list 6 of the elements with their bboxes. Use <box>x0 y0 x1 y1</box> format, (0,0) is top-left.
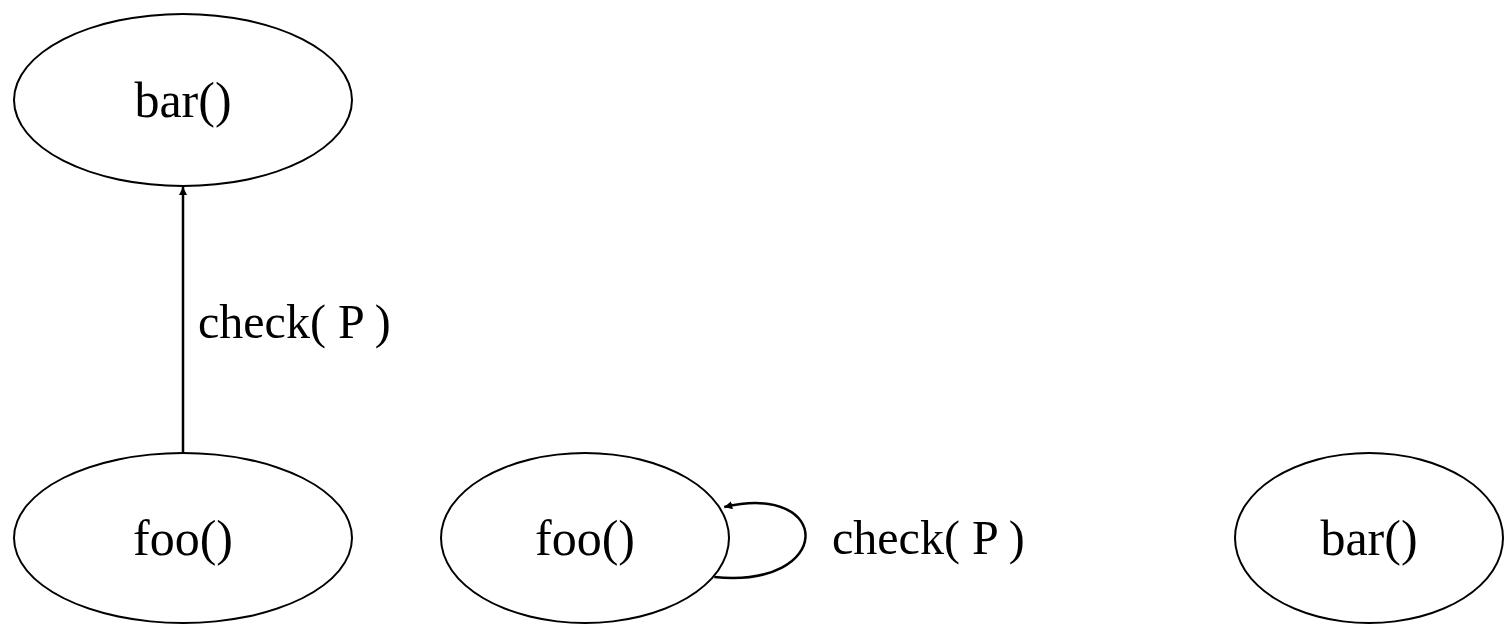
arrow <box>179 187 187 452</box>
ellipse-node: foo() <box>13 452 353 624</box>
arrow <box>714 501 807 579</box>
ellipse-node: bar() <box>13 13 353 187</box>
ellipse-node: bar() <box>1234 452 1504 624</box>
ellipse-node: foo() <box>440 452 730 624</box>
